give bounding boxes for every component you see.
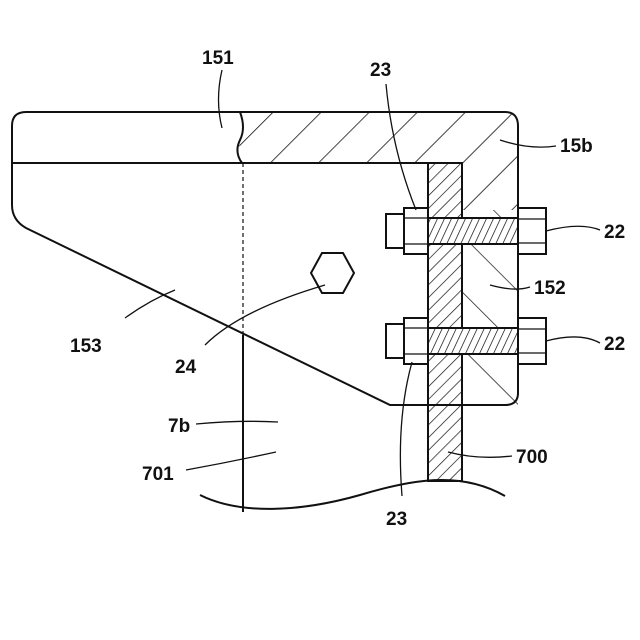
leader-7b — [196, 421, 278, 424]
label-23-upper: 23 — [370, 60, 391, 81]
label-700: 700 — [516, 447, 548, 468]
section-15b-hatch — [239, 112, 518, 210]
upper-nut-23 — [404, 208, 428, 254]
leader-701 — [186, 452, 276, 470]
leader-153 — [125, 290, 175, 318]
label-24: 24 — [175, 357, 197, 378]
plate-700 — [428, 163, 462, 481]
leader-22-upper — [546, 226, 600, 231]
leader-22-lower — [546, 337, 600, 343]
label-22-lower: 22 — [604, 334, 625, 355]
upper-bolt-head-22 — [518, 208, 546, 254]
leader-24 — [205, 285, 325, 345]
lower-bolt-head-22 — [518, 318, 546, 364]
upper-washer — [386, 214, 404, 248]
label-7b: 7b — [168, 416, 190, 437]
label-152: 152 — [534, 278, 566, 299]
lower-washer — [386, 324, 404, 358]
label-153: 153 — [70, 336, 102, 357]
leader-151 — [219, 70, 223, 128]
label-22-upper: 22 — [604, 222, 625, 243]
label-15b: 15b — [560, 136, 593, 157]
label-151: 151 — [202, 48, 234, 69]
leader-23-lower — [400, 362, 412, 496]
label-23-lower: 23 — [386, 509, 407, 530]
lower-nut-23 — [404, 318, 428, 364]
label-701: 701 — [142, 464, 174, 485]
bottom-break-curve — [200, 480, 505, 509]
